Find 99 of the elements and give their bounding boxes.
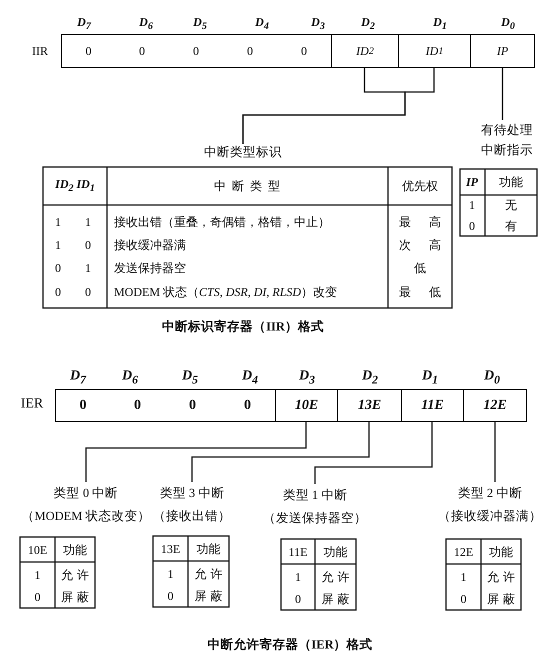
register-bit-cell: 0: [165, 389, 220, 422]
figure-caption: 中断标识寄存器（IIR）格式: [162, 320, 324, 334]
register-bit-cell: IP: [470, 34, 535, 68]
table-header: 11E: [288, 544, 308, 560]
leader-line: [191, 422, 370, 482]
bit-label: D$_{4}$: [255, 14, 269, 34]
table-cell: 1: [55, 238, 61, 252]
register-bit-cell: 13E: [337, 389, 401, 422]
interrupt-type-note: （接收缓冲器满）: [438, 508, 542, 525]
table-cell: 1: [85, 260, 91, 276]
bit-label: D$_{2}$: [362, 368, 378, 388]
bit-label: D$_{7}$: [70, 368, 86, 388]
register-bit-cell: 0: [169, 34, 223, 68]
table-cell: 1: [55, 214, 61, 230]
leader-line: [494, 422, 496, 482]
table-cell: 发送保持器空: [114, 260, 186, 276]
table-cell: 无: [505, 198, 517, 212]
bit-label: D$_{0}$: [501, 14, 515, 34]
table-cell-text: 最低: [398, 284, 459, 300]
table-header: 功能: [196, 542, 220, 556]
bit-label: D$_{1}$: [422, 368, 438, 388]
interrupt-type-title: 类型 2 中断: [456, 485, 524, 502]
annotation-text: 有待处理中断指示: [479, 120, 535, 160]
bit-label: D$_{2}$: [361, 14, 375, 34]
table-header: 功能: [324, 544, 348, 560]
leader-line: [85, 422, 307, 482]
table-cell: 有: [505, 218, 517, 234]
table-header: 优先权: [402, 178, 438, 194]
table-cell: 1: [168, 566, 174, 582]
interrupt-type-title: 类型 3 中断: [158, 485, 226, 502]
table-cell-text: 屏蔽: [486, 592, 519, 606]
table-cell: 0: [85, 284, 91, 300]
figure-caption: 中断允许寄存器（IER）格式: [207, 638, 373, 652]
table-cell: 0: [85, 238, 91, 252]
table-cell: 1: [85, 214, 91, 230]
bit-label: D$_{5}$: [193, 14, 207, 34]
table-cell: 0: [168, 588, 174, 604]
interrupt-type-note: （MODEM 状态改变）: [21, 508, 151, 525]
table-cell: 1: [34, 568, 40, 582]
table-cell: 0: [469, 218, 475, 234]
table-cell: 0: [55, 260, 61, 276]
table-cell: 接收缓冲器满: [114, 238, 186, 252]
table-cell-text: 屏蔽: [60, 590, 93, 604]
bit-label: D$_{3}$: [299, 368, 315, 388]
bit-label: D$_{1}$: [433, 14, 447, 34]
register-name: IER: [20, 396, 44, 414]
table-header: 中断类型: [213, 178, 286, 194]
table-header: IP: [466, 174, 478, 190]
table-cell: 1: [469, 198, 475, 212]
table-cell-text: 最高: [398, 214, 459, 230]
bit-label: D$_{6}$: [139, 14, 153, 34]
bit-label: D$_{5}$: [182, 368, 198, 388]
bit-label: D$_{0}$: [484, 368, 500, 388]
table-cell: 1: [295, 570, 301, 584]
table-cell-text: 低: [413, 260, 444, 276]
register-bit-cell: 0: [115, 34, 169, 68]
table-header: 10E: [28, 542, 48, 558]
table-cell-text: 允许: [486, 570, 519, 584]
register-bit-cell: 0: [55, 389, 110, 422]
interrupt-type-title: 类型 0 中断: [52, 485, 120, 502]
bit-label: D$_{4}$: [242, 368, 258, 388]
register-bit-cell: 10E: [275, 389, 337, 422]
table-cell: 0: [55, 284, 61, 300]
register-bit-cell: 0: [277, 34, 331, 68]
table-cell-text: 次高: [398, 238, 459, 252]
register-bit-cell: 0: [220, 389, 275, 422]
table-header: 13E: [160, 542, 180, 556]
table-cell: MODEM 状态（CTS, DSR, DI, RLSD）改变: [114, 284, 338, 300]
bit-label: D$_{7}$: [77, 14, 91, 34]
interrupt-type-title: 类型 1 中断: [282, 487, 348, 504]
table-header: ID$_{2}$ ID$_{1}$: [55, 176, 95, 196]
table-cell: 接收出错（重叠，奇偶错，格错，中止）: [114, 214, 330, 230]
table-cell-text: 允许: [320, 570, 354, 584]
bit-label: D$_{3}$: [311, 14, 325, 34]
table-header: 功能: [499, 174, 523, 190]
table-header: 12E: [454, 544, 474, 560]
table-cell-text: 屏蔽: [320, 592, 354, 606]
register-bit-cell: 0: [110, 389, 165, 422]
interrupt-type-note: （发送保持器空）: [263, 510, 367, 527]
table-cell: 0: [460, 592, 466, 606]
table-cell: 0: [295, 592, 301, 606]
register-bit-cell: 0: [223, 34, 277, 68]
bit-label: D$_{6}$: [122, 368, 138, 388]
table-header: 功能: [489, 544, 513, 560]
interrupt-type-note: （接收出错）: [153, 508, 231, 525]
register-name: IIR: [32, 44, 48, 58]
leader-line: [314, 422, 433, 484]
table-cell: 0: [34, 590, 40, 604]
table-cell-text: 允许: [194, 566, 226, 582]
table-cell-text: 允许: [60, 568, 93, 582]
register-bit-cell: 12E: [463, 389, 527, 422]
annotation-text: 中断类型标识: [204, 144, 282, 160]
register-bit-cell: 0: [61, 34, 115, 68]
table-header: 功能: [63, 542, 87, 558]
table-cell-text: 屏蔽: [194, 588, 226, 604]
leader-line: [242, 68, 435, 144]
table-cell: 1: [460, 570, 466, 584]
leader-line: [502, 68, 504, 120]
register-bit-cell: 11E: [401, 389, 463, 422]
